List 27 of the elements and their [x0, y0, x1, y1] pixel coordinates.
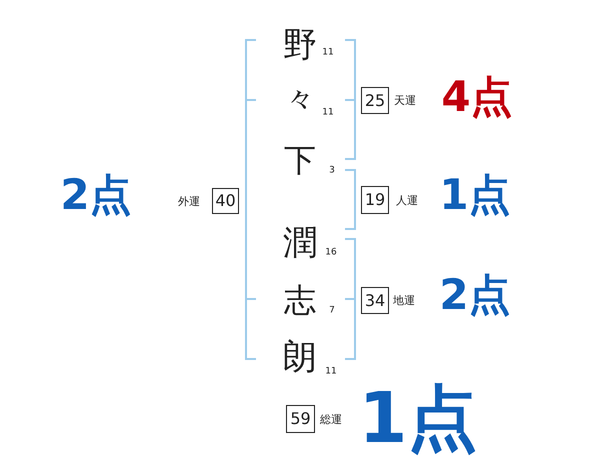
score-text: 1点 — [358, 383, 478, 453]
name-character: 朗 — [283, 340, 317, 374]
fortune-label: 地運 — [393, 295, 415, 306]
total-box: 40 — [212, 188, 239, 214]
score-text: 2点 — [439, 274, 511, 316]
score-text: 2点 — [60, 174, 132, 216]
total-box: 59 — [286, 405, 315, 433]
stroke-count: 11 — [322, 108, 334, 118]
stroke-count: 16 — [325, 248, 337, 258]
stroke-count: 7 — [329, 306, 335, 316]
total-box: 34 — [361, 287, 389, 314]
stroke-count: 3 — [329, 166, 335, 176]
score-text: 1点 — [439, 174, 511, 216]
fortune-label: 人運 — [396, 195, 418, 206]
fortune-label: 外運 — [178, 196, 200, 207]
name-character: 野 — [283, 28, 317, 62]
stroke-count: 11 — [325, 368, 337, 376]
total-box: 25 — [361, 87, 389, 114]
fortune-label: 天運 — [394, 95, 416, 106]
stroke-count: 11 — [322, 48, 334, 58]
name-character: 潤 — [283, 226, 317, 260]
name-character: 志 — [284, 284, 316, 316]
score-text: 4点 — [441, 76, 513, 118]
name-character: 下 — [284, 144, 316, 176]
fortune-label: 総運 — [320, 414, 342, 425]
name-character: 々 — [285, 85, 315, 115]
total-box: 19 — [361, 186, 389, 214]
